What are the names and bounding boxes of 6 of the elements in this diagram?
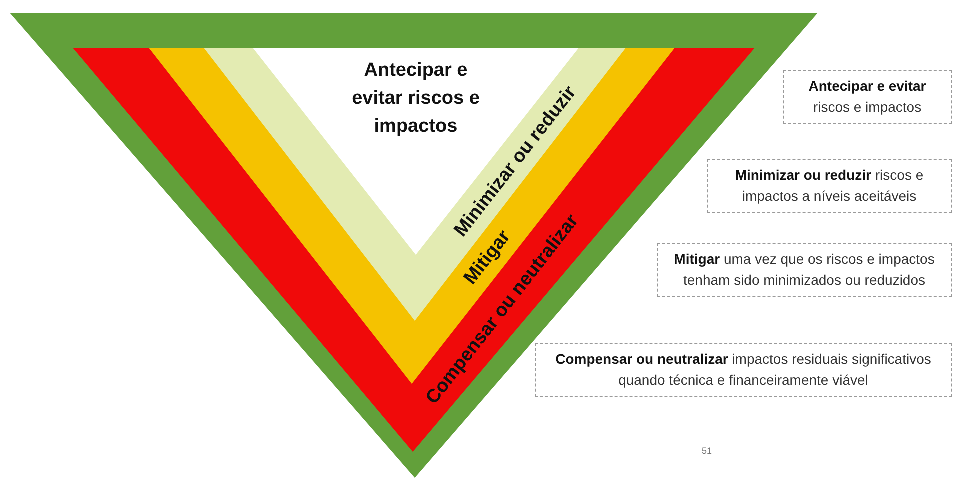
- note-box: Mitigar uma vez que os riscos e impactos tenham sido minimizados ou reduzidos: [657, 243, 952, 297]
- note-box: Minimizar ou reduzir riscos e impactos a níveis aceitáveis: [707, 159, 952, 213]
- page-number: 51: [702, 446, 712, 456]
- note-box: Compensar ou neutralizar impactos residuais significativos quando técnica e financeiramente viável: [535, 343, 952, 397]
- center-label: Antecipar e evitar riscos e impactos: [351, 59, 481, 139]
- note-box: Antecipar e evitar riscos e impactos: [783, 70, 952, 124]
